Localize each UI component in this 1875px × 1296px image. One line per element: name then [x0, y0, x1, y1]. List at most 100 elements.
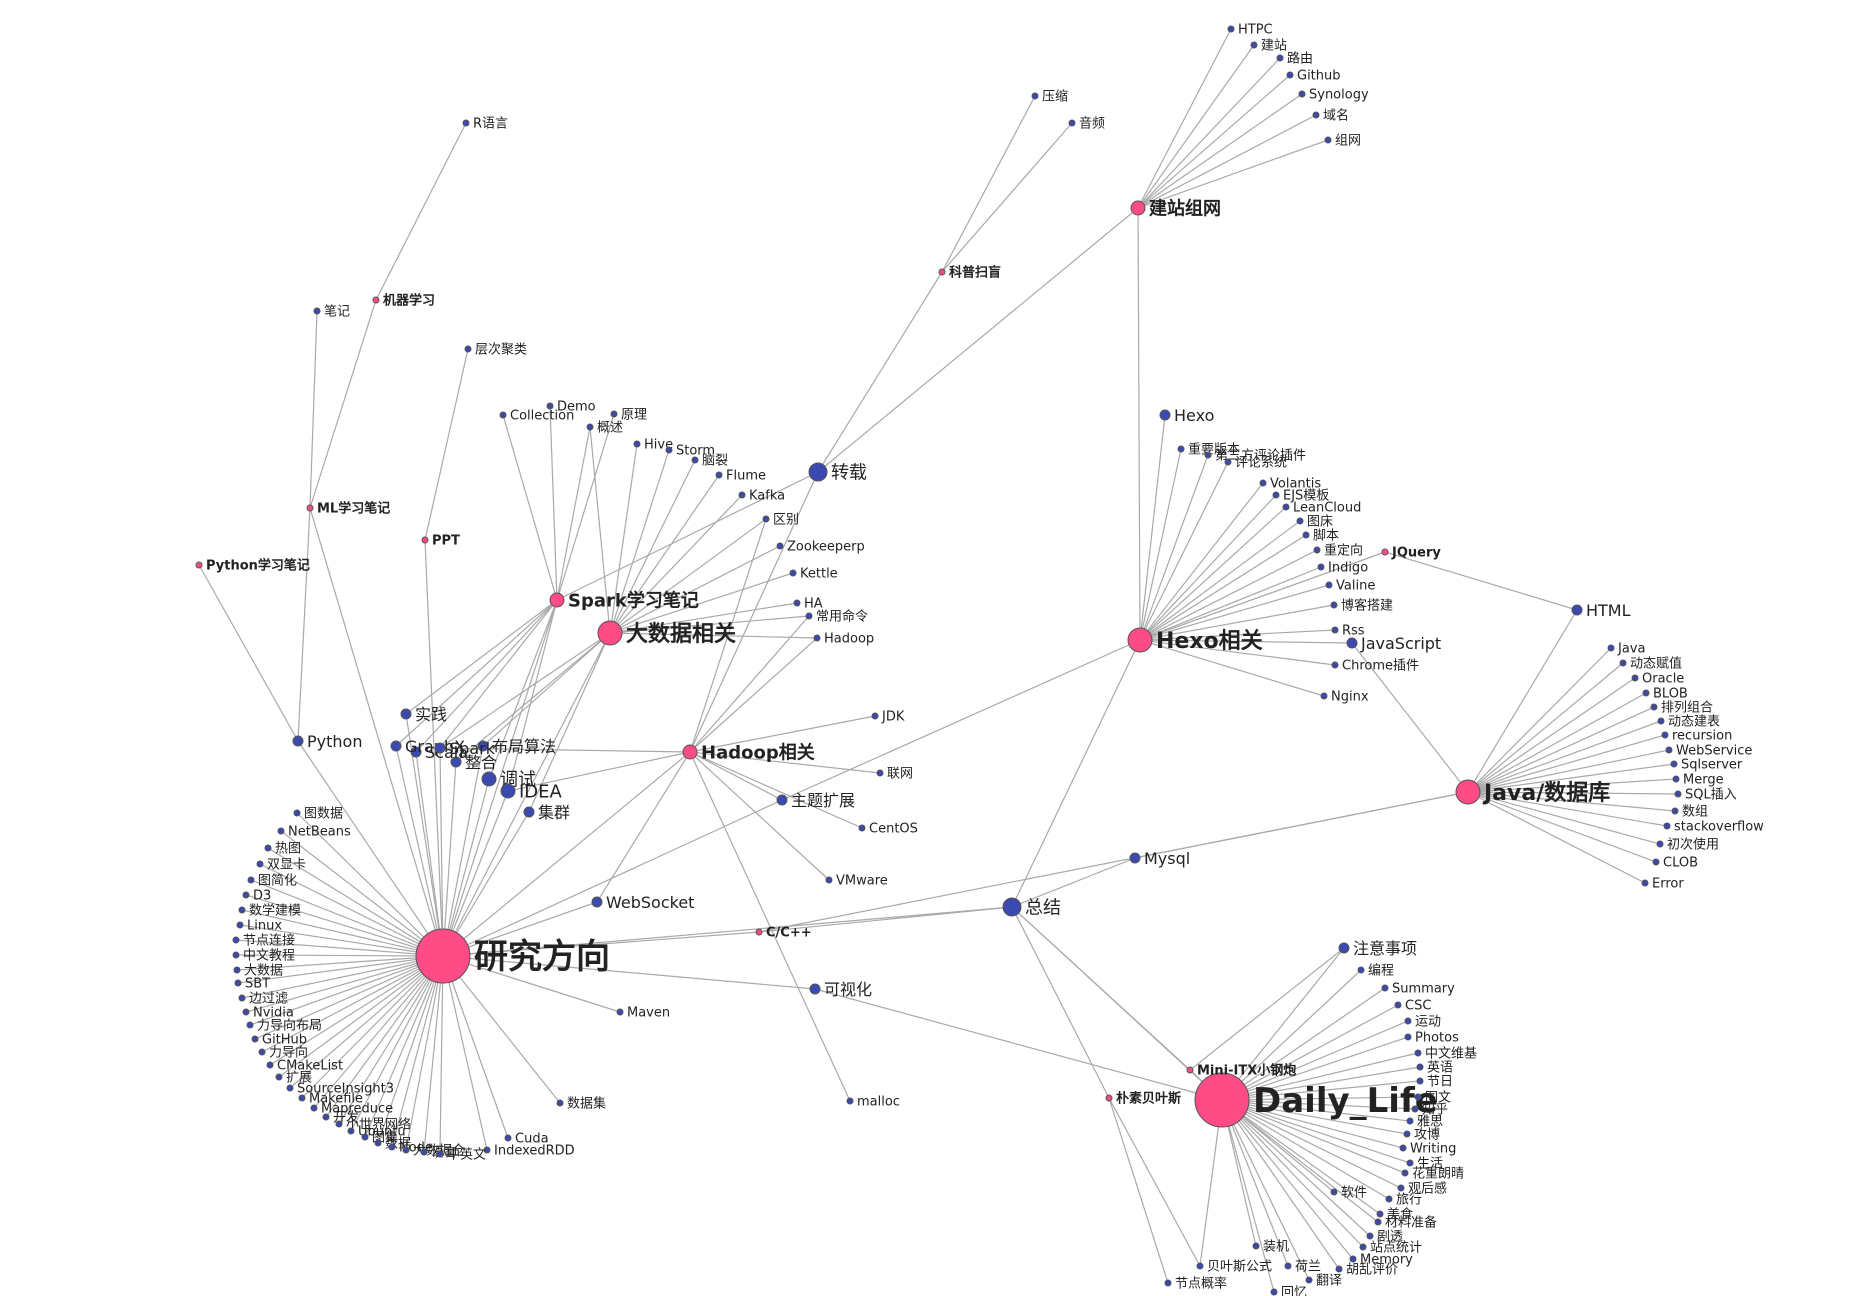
node-circle-hy[interactable] [1270, 1288, 1278, 1296]
node-circle-spk[interactable] [434, 742, 446, 754]
node-sjj[interactable]: 数据集 [556, 1096, 606, 1112]
node-circle-summary[interactable] [1381, 984, 1389, 992]
node-circle-mapreduce[interactable] [310, 1104, 318, 1112]
node-zybb[interactable]: 重要版本 [1177, 442, 1240, 458]
node-circle-cuda[interactable] [504, 1134, 512, 1142]
node-hdp[interactable]: Hadoop [813, 632, 874, 647]
node-collection[interactable]: Collection [499, 409, 574, 424]
node-circle-sqlcr[interactable] [1674, 790, 1682, 798]
node-zt[interactable]: 中英文 [436, 1148, 486, 1163]
node-circle-cyml[interactable] [805, 612, 813, 620]
node-circle-yl[interactable] [610, 410, 618, 418]
node-yp[interactable]: 音频 [1068, 116, 1105, 132]
node-jzzw[interactable]: 建站组网 [1130, 197, 1221, 219]
node-pbys[interactable]: 朴素贝叶斯 [1105, 1091, 1181, 1107]
node-circle-blob[interactable] [1642, 689, 1650, 697]
node-circle-indexrdd[interactable] [483, 1146, 491, 1154]
node-yl[interactable]: 原理 [610, 408, 647, 423]
node-circle-zwwj[interactable] [1414, 1049, 1422, 1057]
node-valine[interactable]: Valine [1325, 579, 1375, 594]
node-yjfx[interactable]: 研究方向 [415, 928, 610, 984]
node-circle-dtfz[interactable] [1619, 659, 1627, 667]
node-zwjc[interactable]: 中文教程 [232, 948, 295, 964]
node-yy[interactable]: 英语 [1416, 1061, 1453, 1076]
node-circle-vmware[interactable] [825, 876, 833, 884]
node-ym[interactable]: 域名 [1312, 108, 1349, 124]
node-circle-sjjm[interactable] [238, 906, 246, 914]
node-circle-jzzw[interactable] [1130, 200, 1146, 216]
node-d3[interactable]: D3 [242, 889, 271, 904]
node-bysgs[interactable]: 贝叶斯公式 [1196, 1260, 1272, 1275]
node-yd[interactable]: 运动 [1404, 1015, 1441, 1030]
node-circle-zysx[interactable] [1338, 942, 1350, 954]
node-circle-kettle[interactable] [789, 569, 797, 577]
node-circle-synology[interactable] [1298, 90, 1306, 98]
node-sbt[interactable]: SBT [234, 977, 270, 992]
node-circle-jb[interactable] [1302, 531, 1310, 539]
node-sqlcr[interactable]: SQL插入 [1674, 788, 1737, 803]
node-circle-bysgs[interactable] [1196, 1262, 1204, 1270]
node-zw[interactable]: 组网 [1324, 134, 1361, 149]
node-hy[interactable]: 回忆 [1270, 1285, 1307, 1296]
node-circle-node[interactable] [388, 1143, 396, 1151]
node-circle-kz[interactable] [275, 1073, 283, 1081]
node-zj2[interactable]: 装机 [1252, 1240, 1289, 1255]
node-circle-sxk[interactable] [256, 860, 264, 868]
node-sh[interactable]: 生活 [1406, 1157, 1443, 1172]
node-circle-yy2[interactable] [420, 1148, 428, 1156]
node-circle-makefile[interactable] [298, 1094, 306, 1102]
node-zk[interactable]: Zookeeperp [776, 540, 865, 555]
node-circle-centos[interactable] [858, 824, 866, 832]
node-dsj[interactable]: 大数据相关 [597, 620, 736, 647]
node-spark[interactable]: Spark学习笔记 [549, 589, 699, 611]
node-circle-bj[interactable] [313, 307, 321, 315]
node-circle-github1[interactable] [1286, 71, 1294, 79]
node-circle-ejs[interactable] [1272, 491, 1280, 499]
node-circle-error[interactable] [1641, 879, 1649, 887]
node-circle-kshh[interactable] [809, 983, 821, 995]
node-ppt[interactable]: PPT [421, 534, 460, 549]
node-ubuntu[interactable]: Ubuntu [347, 1125, 406, 1140]
node-circle-gs[interactable] [586, 423, 594, 431]
node-circle-dtjb[interactable] [1657, 717, 1665, 725]
node-circle-sbt[interactable] [234, 979, 242, 987]
node-clzb[interactable]: 材料准备 [1374, 1215, 1437, 1231]
node-blob[interactable]: BLOB [1642, 687, 1688, 702]
node-circle-hhtml[interactable] [1571, 604, 1583, 616]
node-circle-ts[interactable] [481, 771, 497, 787]
node-circle-lx[interactable] [1385, 1195, 1393, 1203]
node-idea[interactable]: IDEA [500, 781, 563, 802]
node-jqxx[interactable]: 机器学习 [372, 293, 435, 309]
node-zj[interactable]: 总结 [1002, 897, 1061, 918]
node-circle-jq[interactable] [1381, 548, 1389, 556]
node-circle-kf[interactable] [322, 1113, 330, 1121]
node-nl[interactable]: 脑裂 [691, 454, 728, 469]
node-cmake[interactable]: CMakeList [266, 1059, 343, 1074]
node-ccjl[interactable]: 层次聚类 [464, 342, 527, 358]
node-circle-collection[interactable] [499, 411, 507, 419]
node-sxk[interactable]: 双显卡 [256, 858, 306, 873]
node-circle-yy[interactable] [1416, 1063, 1424, 1071]
node-circle-dsjc[interactable] [402, 1146, 410, 1154]
node-synology[interactable]: Synology [1298, 88, 1369, 103]
node-circle-ml[interactable] [306, 504, 314, 512]
node-kz[interactable]: 扩展 [275, 1071, 312, 1086]
node-circle-hive[interactable] [633, 440, 641, 448]
node-cyml[interactable]: 常用命令 [805, 609, 868, 625]
node-bj[interactable]: 笔记 [313, 304, 350, 320]
node-htpc[interactable]: HTPC [1227, 23, 1273, 38]
node-tjh[interactable]: 图简化 [247, 873, 297, 889]
node-circle-hl[interactable] [1284, 1262, 1292, 1270]
node-tc[interactable]: 图床 [1296, 515, 1333, 530]
node-zwwj[interactable]: 中文维基 [1414, 1047, 1477, 1062]
node-circle-bkdj[interactable] [1330, 601, 1338, 609]
node-circle-hxlq[interactable] [1401, 1169, 1409, 1177]
node-jb[interactable]: 脚本 [1302, 528, 1339, 544]
node-circle-zh[interactable] [450, 756, 462, 768]
node-circle-photos[interactable] [1404, 1033, 1412, 1041]
node-dsj2[interactable]: 大数据 [233, 964, 283, 979]
node-ldx[interactable]: 力导向 [258, 1045, 308, 1061]
node-circle-netbeans[interactable] [277, 827, 285, 835]
node-js[interactable]: JavaScript [1346, 634, 1441, 653]
node-clob[interactable]: CLOB [1652, 856, 1698, 871]
